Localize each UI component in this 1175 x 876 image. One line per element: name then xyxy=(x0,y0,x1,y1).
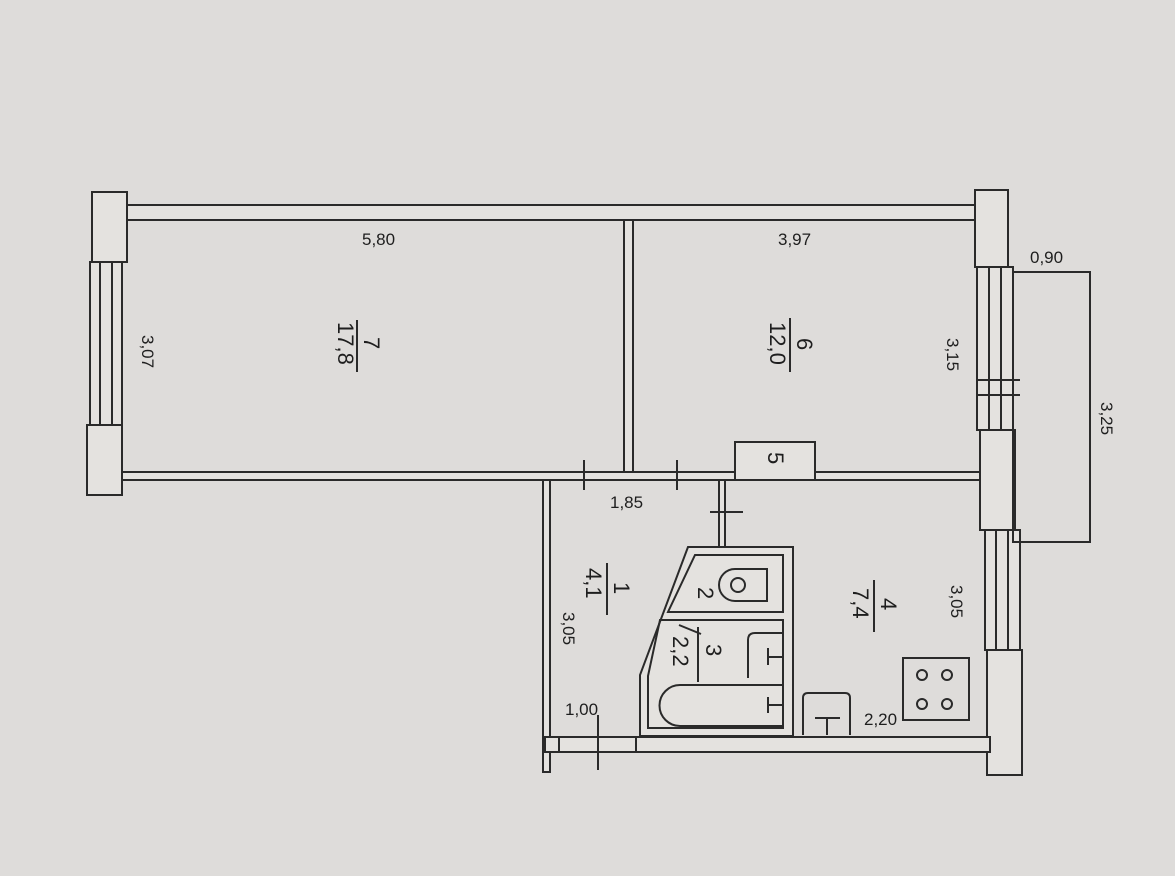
room-5-closet xyxy=(734,441,816,481)
middle-wall-left xyxy=(121,471,736,481)
bathtub-icon xyxy=(658,684,783,727)
right-window-kitchen xyxy=(984,529,1021,651)
sink-icon xyxy=(747,632,783,678)
right-wall-pier-bottom xyxy=(986,649,1023,776)
dim-room7-width: 3,07 xyxy=(138,335,157,368)
toilet-icon xyxy=(718,568,768,602)
balcony-outline xyxy=(1012,271,1091,543)
room-3-number: 3 xyxy=(701,644,726,656)
dim-room7-length: 5,80 xyxy=(362,230,395,249)
dim-hall-end: 1,00 xyxy=(565,700,598,719)
balcony-door-pier xyxy=(979,429,1016,531)
stove-icon xyxy=(902,657,970,721)
left-wall-pier-bottom xyxy=(86,424,123,496)
hall-left-wall xyxy=(542,479,551,773)
room-7-number: 7 xyxy=(359,337,384,349)
room-4-area: 7,4 xyxy=(848,588,873,619)
right-wall-pier-top xyxy=(974,189,1009,268)
room-4-number: 4 xyxy=(876,598,901,610)
middle-wall-right xyxy=(814,471,981,481)
top-wall xyxy=(124,204,978,221)
partition-rooms-6-7 xyxy=(623,219,634,473)
room-7-area: 17,8 xyxy=(333,322,358,365)
room-1-number: 1 xyxy=(609,582,634,594)
room-6-area: 12,0 xyxy=(765,322,790,365)
dim-kitchen-width: 3,05 xyxy=(947,585,966,618)
dim-hall-length: 1,85 xyxy=(610,493,643,512)
door-ticks xyxy=(583,460,743,770)
dim-room6-width: 3,15 xyxy=(943,338,962,371)
room-2-number: 2 xyxy=(693,587,718,599)
room-1-area: 4,1 xyxy=(581,568,606,599)
room-3-area: 2,2 xyxy=(668,636,693,667)
dim-room6-length: 3,97 xyxy=(778,230,811,249)
room-5-number: 5 xyxy=(763,452,788,464)
kitchen-sink-icon xyxy=(802,692,851,735)
left-wall-pier-top xyxy=(91,191,128,263)
left-window xyxy=(89,261,123,426)
dim-balcony-length: 3,25 xyxy=(1097,402,1116,435)
dim-hall-width: 3,05 xyxy=(559,612,578,645)
dim-kitchen-length: 2,20 xyxy=(864,710,897,729)
room-6-number: 6 xyxy=(792,338,817,350)
dim-balcony-depth: 0,90 xyxy=(1030,248,1063,267)
bathroom-block xyxy=(639,546,794,737)
kitchen-partition xyxy=(718,479,726,548)
